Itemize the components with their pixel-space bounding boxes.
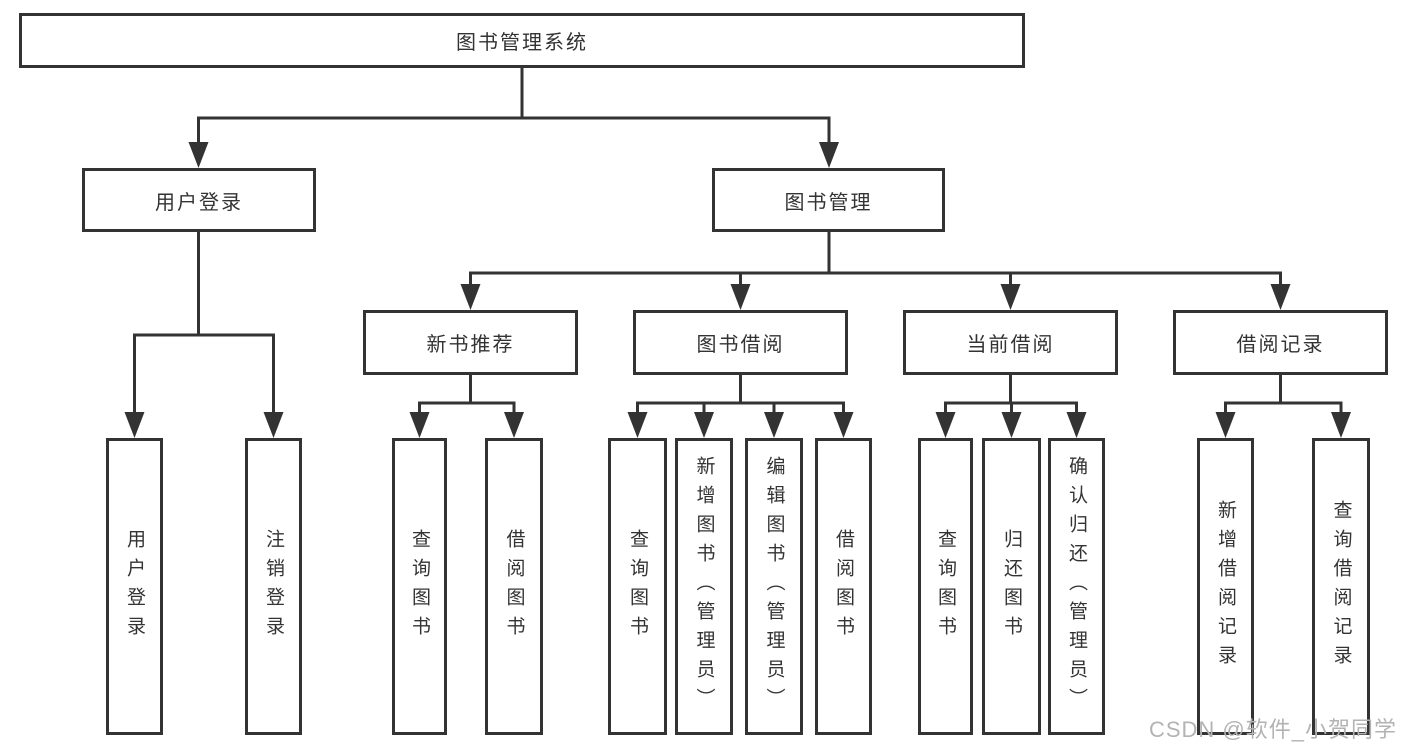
leaf-records-add-record: 新增借阅记录 [1197,438,1254,735]
leaf-logout: 注销登录 [245,438,302,735]
watermark: CSDN @软件_小贺同学 [1148,717,1397,742]
leaf-current-return-books: 归还图书 [982,438,1041,735]
leaf-current-query-books: 查询图书 [918,438,973,735]
leaf-records-query-record: 查询借阅记录 [1312,438,1370,735]
leaf-newbook-borrow-books: 借阅图书 [485,438,543,735]
node-book-management: 图书管理 [712,168,945,232]
leaf-borrowing-add-books-admin: 新增图书（管理员） [675,438,733,735]
node-new-book-recommendation: 新书推荐 [363,310,578,375]
leaf-user-login: 用户登录 [106,438,163,735]
leaf-newbook-query-books: 查询图书 [392,438,447,735]
node-borrowing-records: 借阅记录 [1173,310,1388,375]
node-book-borrowing: 图书借阅 [633,310,848,375]
node-root: 图书管理系统 [19,13,1025,68]
leaf-borrowing-borrow-books: 借阅图书 [815,438,872,735]
leaf-borrowing-edit-books-admin: 编辑图书（管理员） [745,438,803,735]
leaf-current-confirm-return-admin: 确认归还（管理员） [1048,438,1105,735]
node-user-login: 用户登录 [82,168,316,232]
leaf-borrowing-query-books: 查询图书 [608,438,667,735]
node-current-borrowing: 当前借阅 [903,310,1118,375]
